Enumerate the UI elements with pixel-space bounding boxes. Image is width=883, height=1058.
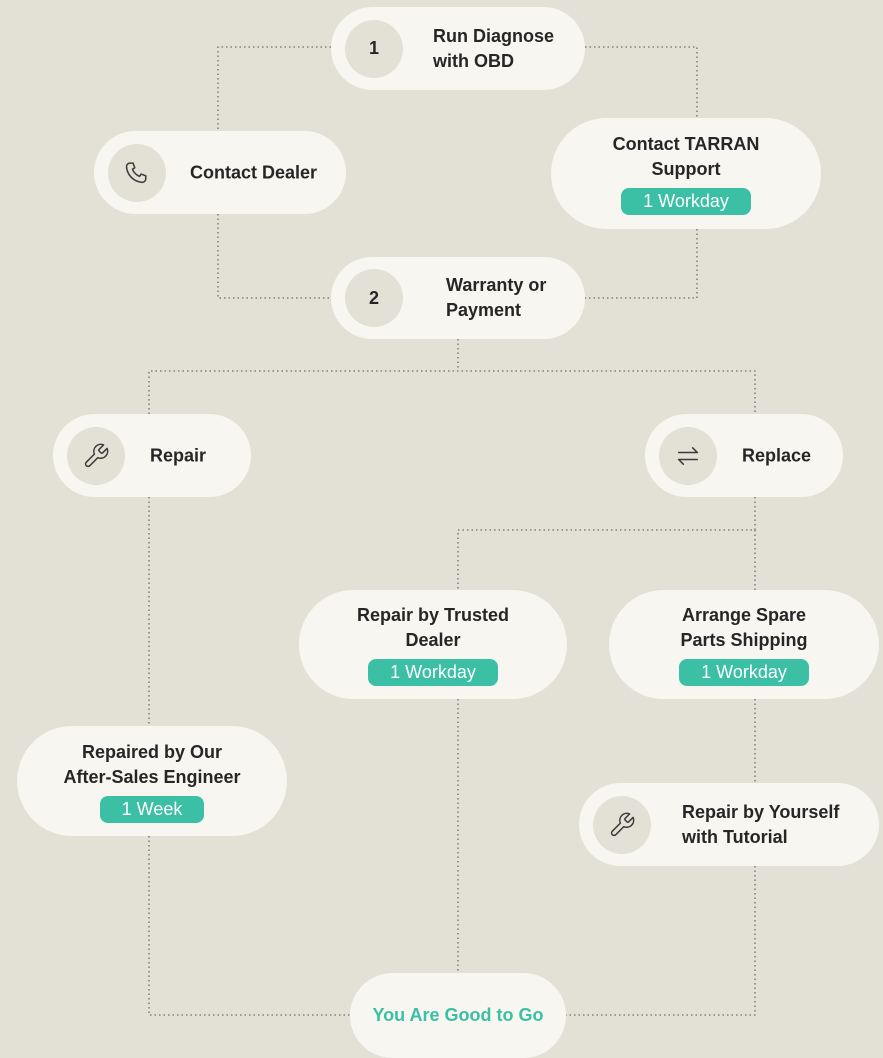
step-repair: Repair: [53, 414, 251, 497]
connector-aftersales-final: [148, 836, 350, 1016]
duration-badge: 1 Workday: [621, 188, 751, 215]
step-repair-trusted-dealer: Repair by Trusted Dealer 1 Workday: [299, 590, 567, 699]
final-label: You Are Good to Go: [372, 1005, 544, 1025]
connector-warranty-split: [148, 339, 756, 414]
step-label: Contact Dealer: [190, 162, 318, 182]
step-arrange-spare-parts: Arrange Spare Parts Shipping 1 Workday: [609, 590, 879, 699]
step-label: Warranty or Payment: [446, 275, 547, 320]
step-label: Repair by Trusted Dealer: [356, 605, 510, 650]
wrench-icon-badge: [67, 426, 125, 485]
wrench-icon-badge: [593, 795, 651, 854]
step-number-badge: 2: [345, 269, 403, 327]
step-repair-yourself: Repair by Yourself with Tutorial: [579, 783, 879, 866]
step-label: Run Diagnose with OBD: [433, 25, 555, 71]
wrench-icon: [610, 812, 635, 836]
duration-badge: 1 Workday: [368, 659, 498, 686]
connector-replace-split: [457, 497, 756, 590]
step-after-sales-engineer: Repaired by Our After-Sales Engineer 1 W…: [17, 726, 287, 836]
step-label: Repair by Yourself with Tutorial: [682, 801, 840, 847]
connector-dealer-warranty: [217, 214, 331, 299]
step-contact-dealer: Contact Dealer: [94, 131, 346, 214]
wrench-icon: [84, 443, 109, 467]
connector-run-support: [585, 46, 698, 118]
step-label: Arrange Spare Parts Shipping: [680, 605, 808, 650]
step-warranty-payment: 2 Warranty or Payment: [331, 257, 585, 339]
phone-icon-badge: [108, 143, 166, 202]
step-label: Repaired by Our After-Sales Engineer: [63, 741, 241, 787]
swap-arrows-icon: [677, 446, 699, 465]
step-label: Repair: [150, 445, 207, 465]
step-replace: Replace: [645, 414, 843, 497]
step-contact-support: Contact TARRAN Support 1 Workday: [551, 118, 821, 229]
duration-badge: 1 Week: [99, 795, 205, 823]
step-label: Contact TARRAN Support: [612, 134, 760, 179]
step-number: 2: [368, 287, 379, 308]
step-label: Replace: [742, 445, 812, 465]
duration-badge: 1 Workday: [679, 659, 809, 686]
step-good-to-go: You Are Good to Go: [350, 973, 566, 1058]
step-run-diagnose: 1 Run Diagnose with OBD: [331, 7, 585, 90]
connector-run-dealer: [217, 46, 331, 131]
phone-icon: [125, 161, 147, 183]
swap-icon-badge: [659, 426, 717, 485]
step-number-badge: 1: [345, 19, 403, 78]
step-number: 1: [368, 38, 379, 58]
connector-yourself-final: [566, 866, 756, 1016]
connector-support-warranty: [585, 229, 698, 299]
